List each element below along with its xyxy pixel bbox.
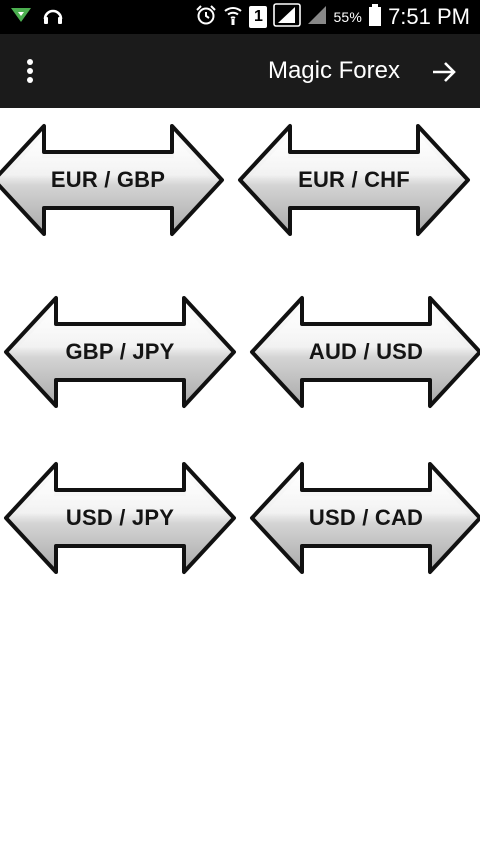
headset-icon bbox=[42, 5, 64, 30]
battery-icon bbox=[368, 3, 382, 31]
overflow-menu-icon bbox=[27, 59, 33, 83]
double-arrow-icon bbox=[238, 124, 470, 236]
signal-icon-2 bbox=[307, 5, 327, 30]
sim-label: 1 bbox=[253, 8, 263, 25]
pair-label: GBP / JPY bbox=[65, 339, 175, 364]
double-arrow-icon bbox=[250, 296, 480, 408]
pair-button-usd-jpy[interactable]: USD / JPY bbox=[2, 460, 238, 576]
alarm-icon bbox=[195, 4, 217, 31]
pair-button-aud-usd[interactable]: AUD / USD bbox=[248, 294, 480, 410]
pair-label: USD / CAD bbox=[308, 505, 424, 530]
pair-label: EUR / CHF bbox=[298, 167, 410, 192]
double-arrow-icon bbox=[250, 462, 480, 574]
app-bar: Magic Forex bbox=[0, 34, 480, 108]
battery-percent: 55% bbox=[333, 9, 363, 25]
double-arrow-icon bbox=[4, 296, 236, 408]
app-title: Magic Forex bbox=[267, 57, 400, 84]
notification-arrow-icon bbox=[10, 6, 32, 29]
pair-button-eur-chf[interactable]: EUR / CHF bbox=[236, 122, 472, 238]
overflow-menu-button[interactable] bbox=[18, 56, 42, 86]
pair-label: EUR / GBP bbox=[50, 167, 166, 192]
signal-icon bbox=[273, 2, 302, 32]
pair-label: AUD / USD bbox=[308, 339, 424, 364]
arrow-right-icon bbox=[433, 62, 456, 82]
pair-grid: EUR / GBP EUR / CHF GBP / JPY AUD / USD … bbox=[0, 108, 480, 854]
status-bar: 1 55% 7:51 PM bbox=[0, 0, 480, 34]
clock: 7:51 PM bbox=[388, 4, 470, 29]
pair-button-usd-cad[interactable]: USD / CAD bbox=[248, 460, 480, 576]
sim-icon: 1 bbox=[249, 6, 268, 28]
double-arrow-icon bbox=[0, 124, 224, 236]
double-arrow-icon bbox=[4, 462, 236, 574]
wifi-icon bbox=[223, 4, 243, 31]
pair-button-eur-gbp[interactable]: EUR / GBP bbox=[0, 122, 226, 238]
pair-label: USD / JPY bbox=[65, 505, 175, 530]
next-button[interactable] bbox=[430, 58, 458, 86]
pair-button-gbp-jpy[interactable]: GBP / JPY bbox=[2, 294, 238, 410]
